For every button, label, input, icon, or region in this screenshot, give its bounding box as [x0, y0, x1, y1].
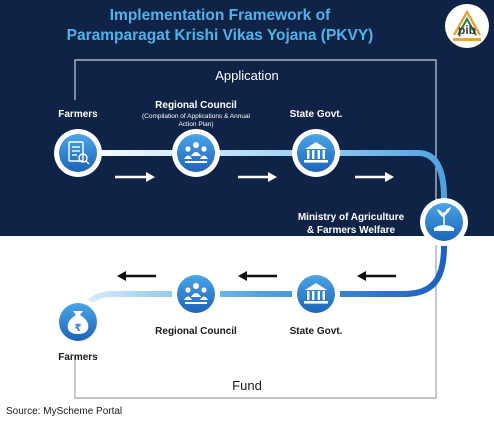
flow-path-top	[75, 150, 447, 201]
svg-text:₹: ₹	[75, 323, 82, 334]
label-ministry: Ministry of Agriculture & Farmers Welfar…	[288, 211, 414, 237]
pib-logo-icon: pib	[452, 9, 482, 41]
node-ministry	[420, 198, 468, 246]
label-regional-council-application-text: Regional Council	[155, 100, 237, 111]
label-regional-council-subtext: (Compilation of Applications & Annual Ac…	[141, 113, 251, 128]
pib-logo: pib	[445, 4, 489, 48]
government-building-icon	[304, 283, 328, 304]
government-building-icon	[304, 142, 328, 163]
label-farmers-application: Farmers	[38, 109, 118, 120]
flow-path-bottom	[75, 243, 447, 323]
arrow-left-3	[357, 271, 396, 281]
page-title: Implementation Framework of Paramparagat…	[0, 6, 440, 46]
label-farmers-application-text: Farmers	[58, 109, 98, 120]
arrow-left-1	[117, 271, 156, 281]
group-icon	[184, 283, 208, 304]
label-farmers-fund: Farmers	[38, 352, 118, 363]
label-ministry-line2: & Farmers Welfare	[306, 225, 396, 236]
node-state-govt-fund	[292, 270, 340, 318]
source-note: Source: MyScheme Portal	[6, 406, 123, 417]
label-state-govt-fund-text: State Govt.	[289, 326, 343, 337]
label-state-govt-application-text: State Govt.	[289, 109, 343, 120]
rupee-bag-icon: ₹	[67, 311, 89, 334]
label-regional-council-application: Regional Council (Compilation of Applica…	[136, 100, 256, 129]
node-regional-council-fund	[172, 270, 220, 318]
document-search-icon	[68, 141, 90, 165]
application-bracket	[74, 59, 437, 203]
arrow-left-2	[238, 271, 277, 281]
label-regional-council-fund: Regional Council	[141, 326, 251, 337]
pib-logo-text: pib	[458, 23, 476, 37]
label-regional-council-fund-text: Regional Council	[155, 326, 237, 337]
application-background	[0, 0, 494, 236]
arrow-right-2	[238, 172, 277, 182]
arrow-right-1	[115, 172, 155, 182]
label-state-govt-application: State Govt.	[276, 109, 356, 120]
node-regional-council-application	[172, 129, 220, 177]
application-label: Application	[215, 68, 279, 83]
group-icon	[184, 142, 208, 163]
fund-bracket	[74, 245, 437, 399]
label-ministry-line1: Ministry of Agriculture	[297, 212, 405, 223]
page-title-line2: Paramparagat Krishi Vikas Yojana (PKVY)	[66, 27, 374, 44]
fund-label: Fund	[232, 378, 262, 393]
label-state-govt-fund: State Govt.	[276, 326, 356, 337]
arrow-right-3	[355, 172, 394, 182]
label-farmers-fund-text: Farmers	[58, 352, 98, 363]
agriculture-icon	[434, 207, 454, 231]
node-farmers-application	[54, 129, 102, 177]
node-state-govt-application	[292, 129, 340, 177]
node-farmers-fund: ₹	[54, 298, 102, 346]
page-title-line1: Implementation Framework of	[109, 7, 331, 24]
